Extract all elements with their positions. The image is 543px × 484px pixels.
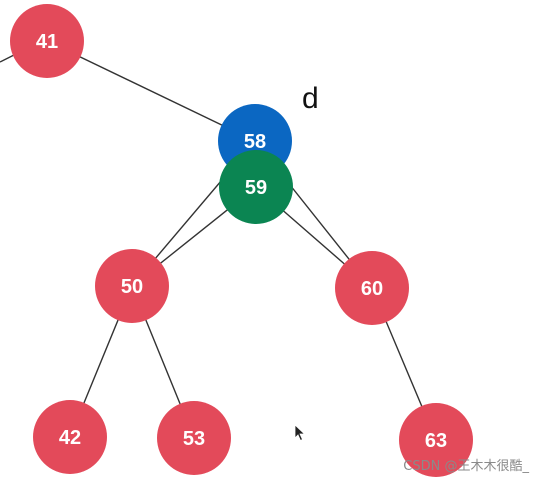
node-circle [335,251,409,325]
tree-node-50: 50 [95,249,169,323]
tree-edges [0,40,437,441]
tree-node-42: 42 [33,400,107,474]
node-circle [95,249,169,323]
node-label: 41 [36,31,58,53]
node-label: 59 [245,177,267,199]
edge-n41-n58 [46,40,256,142]
tree-nodes: 41 50 60 42 53 63 58 59 [10,4,473,477]
node-label: 63 [425,430,447,452]
node-label: 53 [183,428,205,450]
tree-node-60: 60 [335,251,409,325]
node-circle [10,4,84,78]
node-label: 60 [361,278,383,300]
tree-node-41: 41 [10,4,84,78]
node-label: 42 [59,427,81,449]
watermark: CSDN @王木木很酷_ [403,459,529,474]
tree-node-53: 53 [157,401,231,475]
node-circle [399,403,473,477]
node-circle [33,400,107,474]
node-circle [219,150,293,224]
pointer-label-d: d [302,82,319,115]
node-label: 58 [244,131,266,153]
node-circle [157,401,231,475]
arrow-cursor-icon [294,424,306,442]
tree-node-59: 59 [219,150,293,224]
node-label: 50 [121,276,143,298]
tree-node-63: 63 [399,403,473,477]
edge-offscreen-to-41 [0,54,15,63]
